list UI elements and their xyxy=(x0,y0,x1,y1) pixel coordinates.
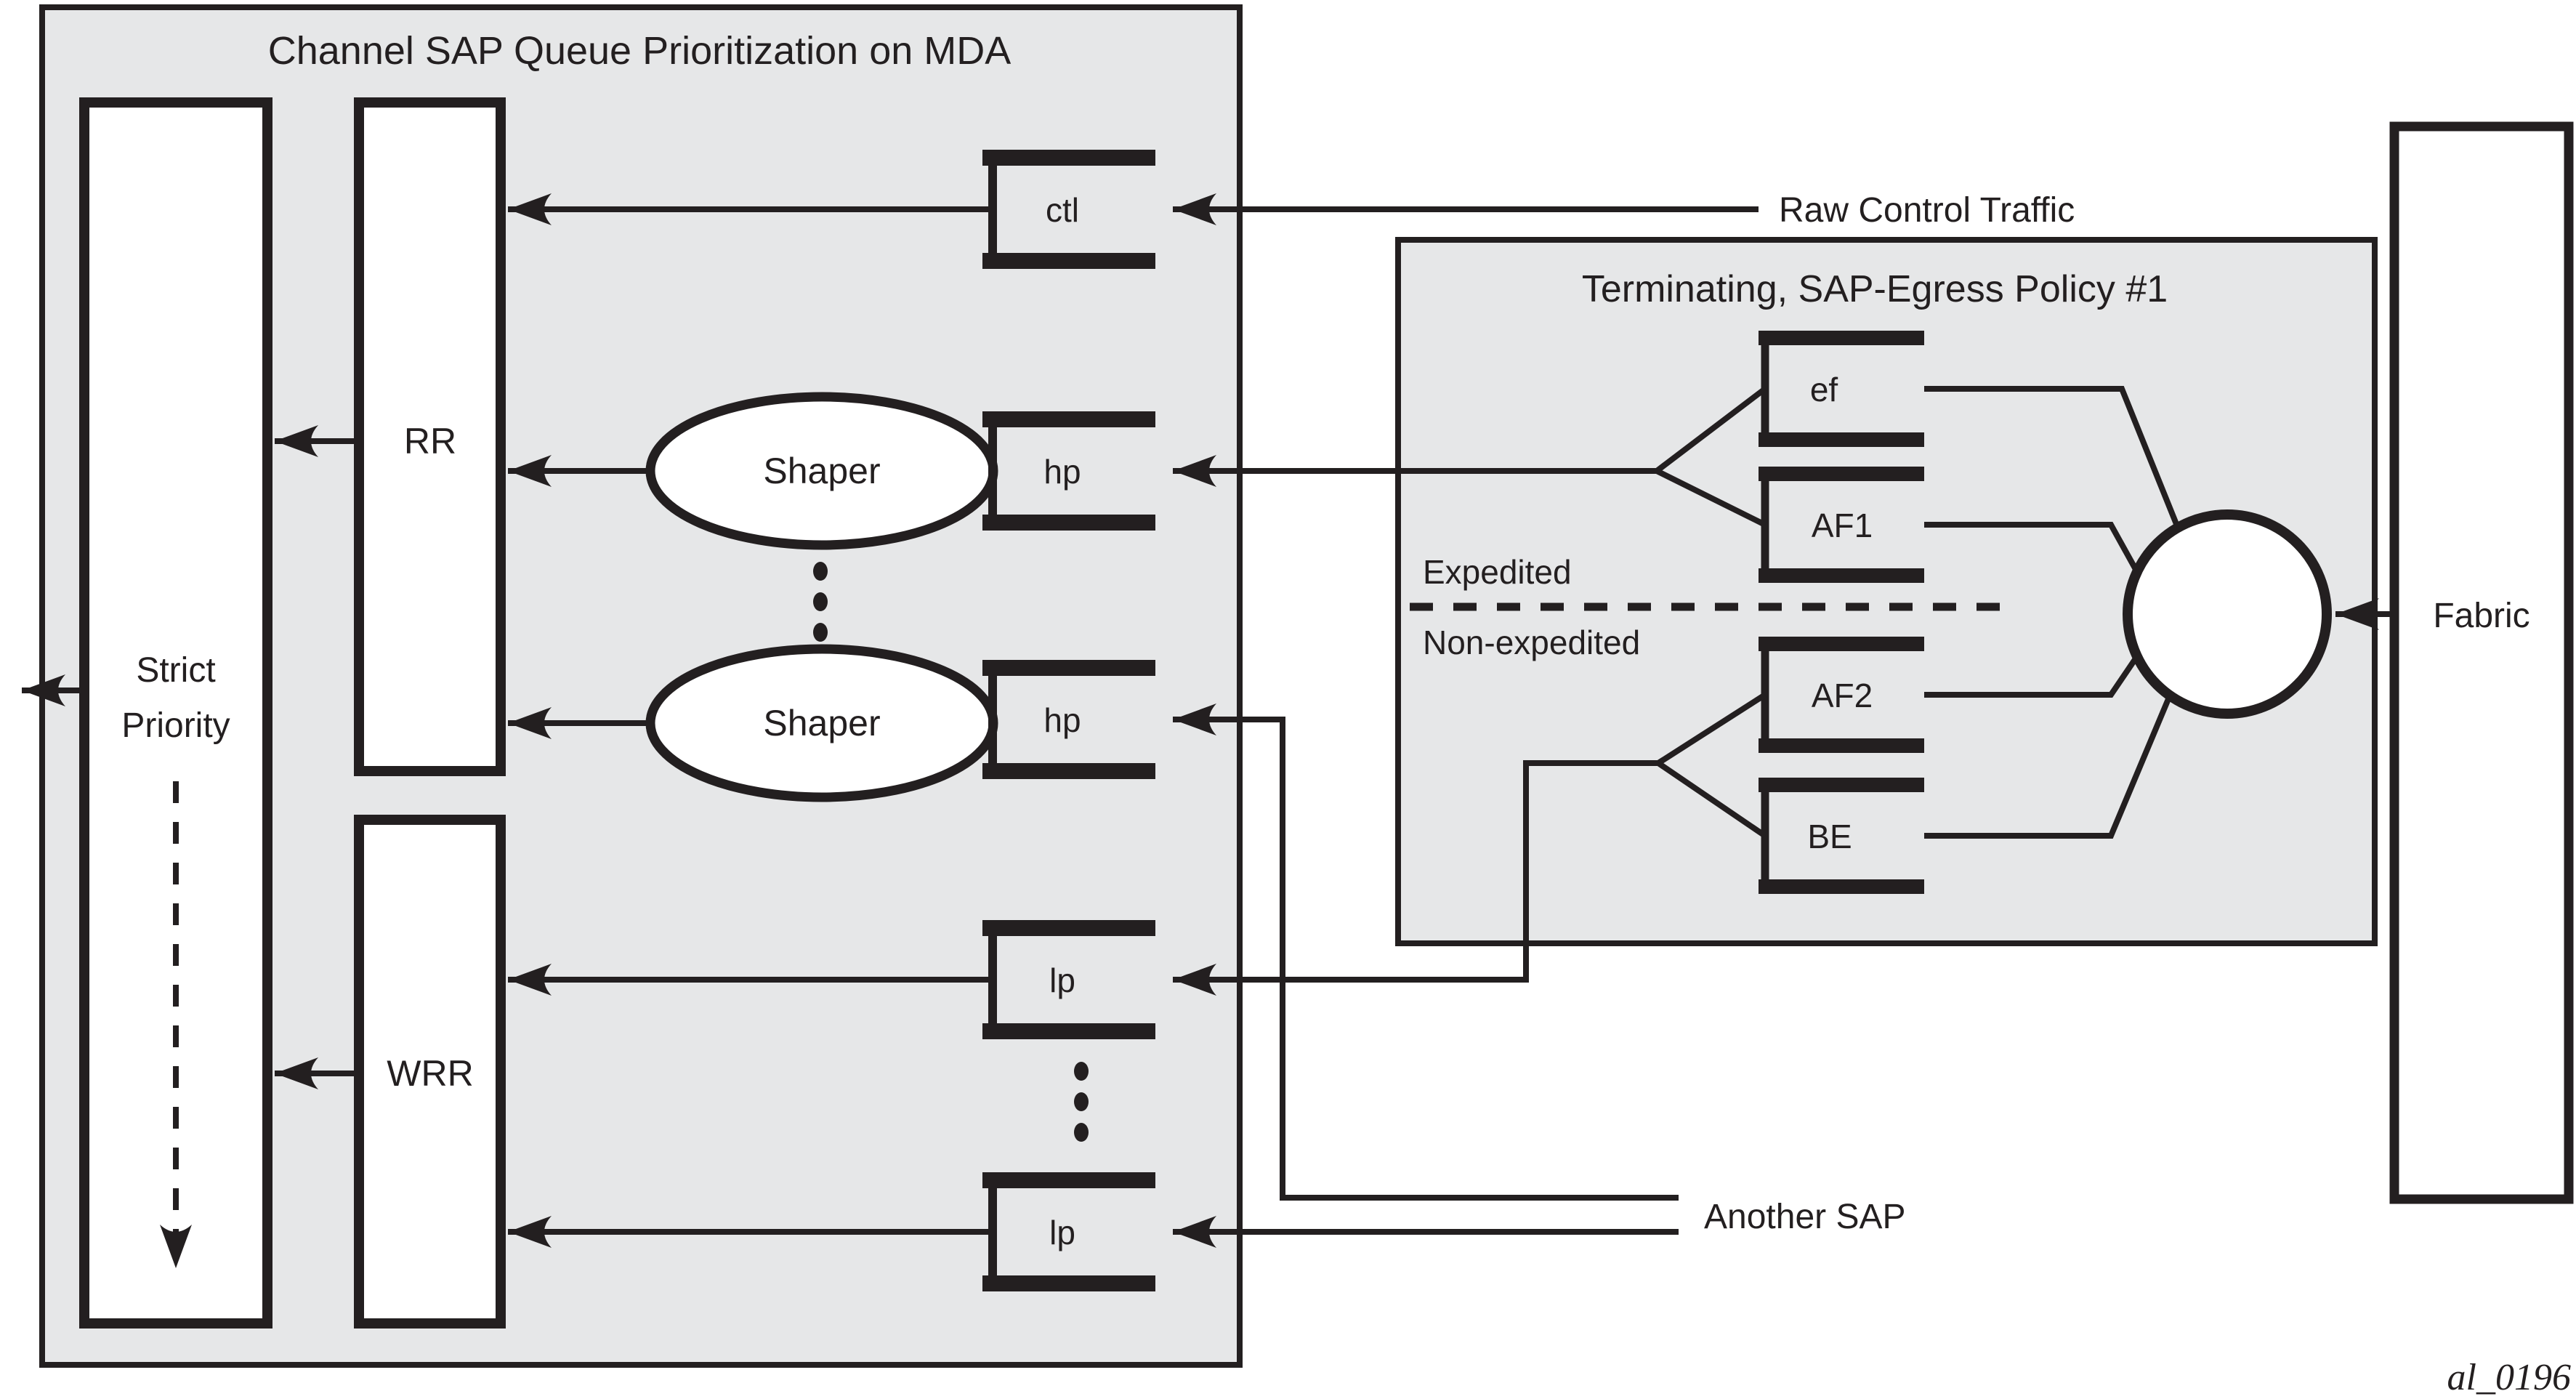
mda-title: Channel SAP Queue Prioritization on MDA xyxy=(268,29,1012,73)
queue-lp-top: lp xyxy=(982,920,1155,1039)
fan-expedited-lower xyxy=(1655,468,1767,528)
shaper-bottom-label: Shaper xyxy=(763,703,880,743)
queue-af1: AF1 xyxy=(1759,467,1924,583)
another-sap-label: Another SAP xyxy=(1704,1198,1906,1236)
policy-title: Terminating, SAP-Egress Policy #1 xyxy=(1582,268,2168,310)
fan-expedited-upper xyxy=(1655,386,1767,474)
fabric-label: Fabric xyxy=(2433,597,2529,635)
figure-id: al_0196 xyxy=(2447,1357,2571,1398)
strict-priority-label-line2: Priority xyxy=(121,706,230,745)
queue-be: BE xyxy=(1759,778,1924,894)
queue-hp-bottom-label: hp xyxy=(1043,701,1081,739)
arrow-non-expedited-to-lp xyxy=(1173,760,1658,996)
line-circle-to-af2 xyxy=(1924,654,2140,698)
shaper-ellipsis-dots xyxy=(813,562,828,642)
rr-scheduler-box xyxy=(354,97,506,776)
queue-af1-label: AF1 xyxy=(1812,507,1873,544)
arrow-another-sap-to-hp xyxy=(1173,703,1679,1201)
line-circle-to-ef xyxy=(1924,386,2181,529)
queue-af2-label: AF2 xyxy=(1812,677,1873,714)
strict-priority-label-line1: Strict xyxy=(136,651,215,690)
non-expedited-label: Non-expedited xyxy=(1423,624,1640,661)
queue-be-label: BE xyxy=(1807,818,1852,855)
queue-hp-bottom: hp xyxy=(982,660,1155,779)
queue-hp-top: hp xyxy=(982,411,1155,531)
classifier-splitter-circle xyxy=(2123,509,2332,719)
queue-lp-bottom: lp xyxy=(982,1172,1155,1291)
line-circle-to-af1 xyxy=(1924,522,2140,573)
fan-non-expedited-upper xyxy=(1656,692,1767,766)
expedited-label: Expedited xyxy=(1423,553,1572,591)
line-circle-to-be xyxy=(1924,694,2173,839)
raw-control-traffic-label: Raw Control Traffic xyxy=(1779,191,2075,230)
queue-hp-top-label: hp xyxy=(1043,453,1081,491)
shaper-top-label: Shaper xyxy=(763,451,880,491)
queue-ef-label: ef xyxy=(1810,371,1838,408)
rr-label: RR xyxy=(404,421,456,461)
queue-lp-top-label: lp xyxy=(1049,961,1075,999)
wrr-label: WRR xyxy=(387,1053,473,1094)
fan-non-expedited-lower xyxy=(1656,760,1767,839)
lp-ellipsis-dots xyxy=(1074,1062,1089,1142)
fabric-box xyxy=(2389,121,2574,1204)
queue-ctl-label: ctl xyxy=(1046,191,1079,229)
wrr-scheduler-box xyxy=(354,815,506,1329)
queue-lp-bottom-label: lp xyxy=(1049,1214,1075,1251)
queue-ctl: ctl xyxy=(982,150,1155,269)
queue-af2: AF2 xyxy=(1759,637,1924,753)
